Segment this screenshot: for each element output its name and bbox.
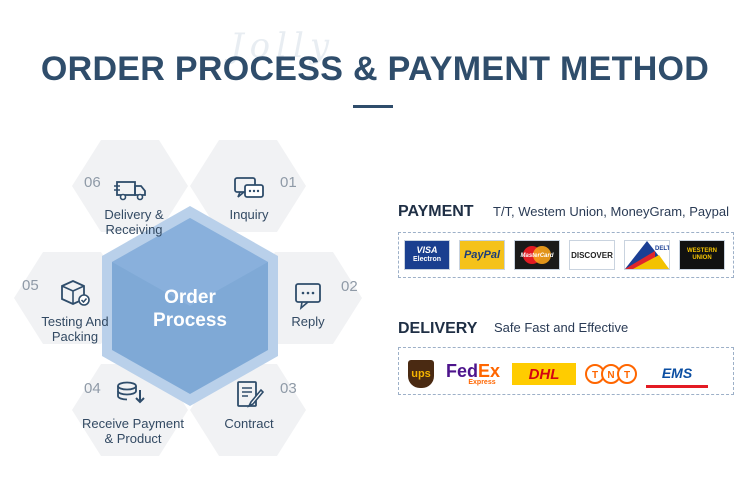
contract-icon [237, 381, 265, 408]
step-04-number: 04 [84, 380, 101, 397]
step-06-label: Delivery & Receiving [104, 207, 164, 237]
delivery-logos-box [398, 347, 734, 395]
western-union-logo: WESTERN UNION [679, 240, 725, 270]
step-01-number: 01 [280, 174, 297, 191]
step-02-number: 02 [341, 278, 358, 295]
title-underline [353, 105, 393, 108]
discover-logo: DISCOVER [569, 240, 615, 270]
svg-text:DELTA: DELTA [655, 246, 669, 252]
mastercard-logo: MasterCard [514, 240, 560, 270]
svg-text:T: T [624, 370, 630, 381]
paypal-logo: PayPal [459, 240, 505, 270]
center-label-line2: Process [153, 310, 227, 331]
step-04-label: Receive Payment & Product [82, 416, 184, 446]
delivery-title: DELIVERY [398, 320, 478, 337]
delta-mark: DELTA [625, 241, 669, 269]
center-label-line1: Order [164, 287, 216, 308]
svg-text:N: N [607, 370, 614, 381]
delta-logo: DELTA [624, 240, 670, 270]
delivery-text: Safe Fast and Effective [494, 320, 629, 335]
hex-step-06 [72, 140, 188, 232]
money-icon [117, 381, 145, 404]
center-label: Order Process [130, 286, 250, 332]
step-03-label: Contract [224, 416, 274, 431]
step-05-number: 05 [22, 277, 39, 294]
step-02-label: Reply [291, 314, 325, 329]
step-01-label: Inquiry [229, 207, 269, 222]
tnt-logo: T N T [585, 360, 637, 388]
step-03-number: 03 [280, 380, 297, 397]
hex-step-05 [14, 252, 130, 344]
svg-text:MasterCard: MasterCard [520, 253, 553, 259]
ups-logo: ups [408, 360, 434, 388]
reply-icon [295, 283, 321, 311]
fedex-express-label: Express [468, 378, 496, 386]
step-05-label: Testing And Packing [41, 314, 109, 344]
chat-icon [234, 177, 264, 198]
ems-logo: EMS [646, 360, 708, 388]
box-icon [61, 280, 90, 306]
payment-title: PAYMENT [398, 203, 474, 220]
dhl-logo: DHL [512, 363, 576, 385]
mastercard-circles: MasterCard [520, 246, 554, 264]
page-title: ORDER PROCESS & PAYMENT METHOD [40, 50, 710, 88]
fedex-logo: FedEx Express [445, 360, 501, 386]
truck-icon [114, 181, 146, 201]
step-06-number: 06 [84, 174, 101, 191]
watermark-logo: Jolly [230, 26, 336, 66]
svg-text:T: T [592, 370, 598, 381]
payment-methods-text: T/T, Westem Union, MoneyGram, Paypal [493, 204, 730, 219]
tnt-mark: T N T [585, 364, 637, 384]
payment-logos-box [398, 232, 734, 278]
